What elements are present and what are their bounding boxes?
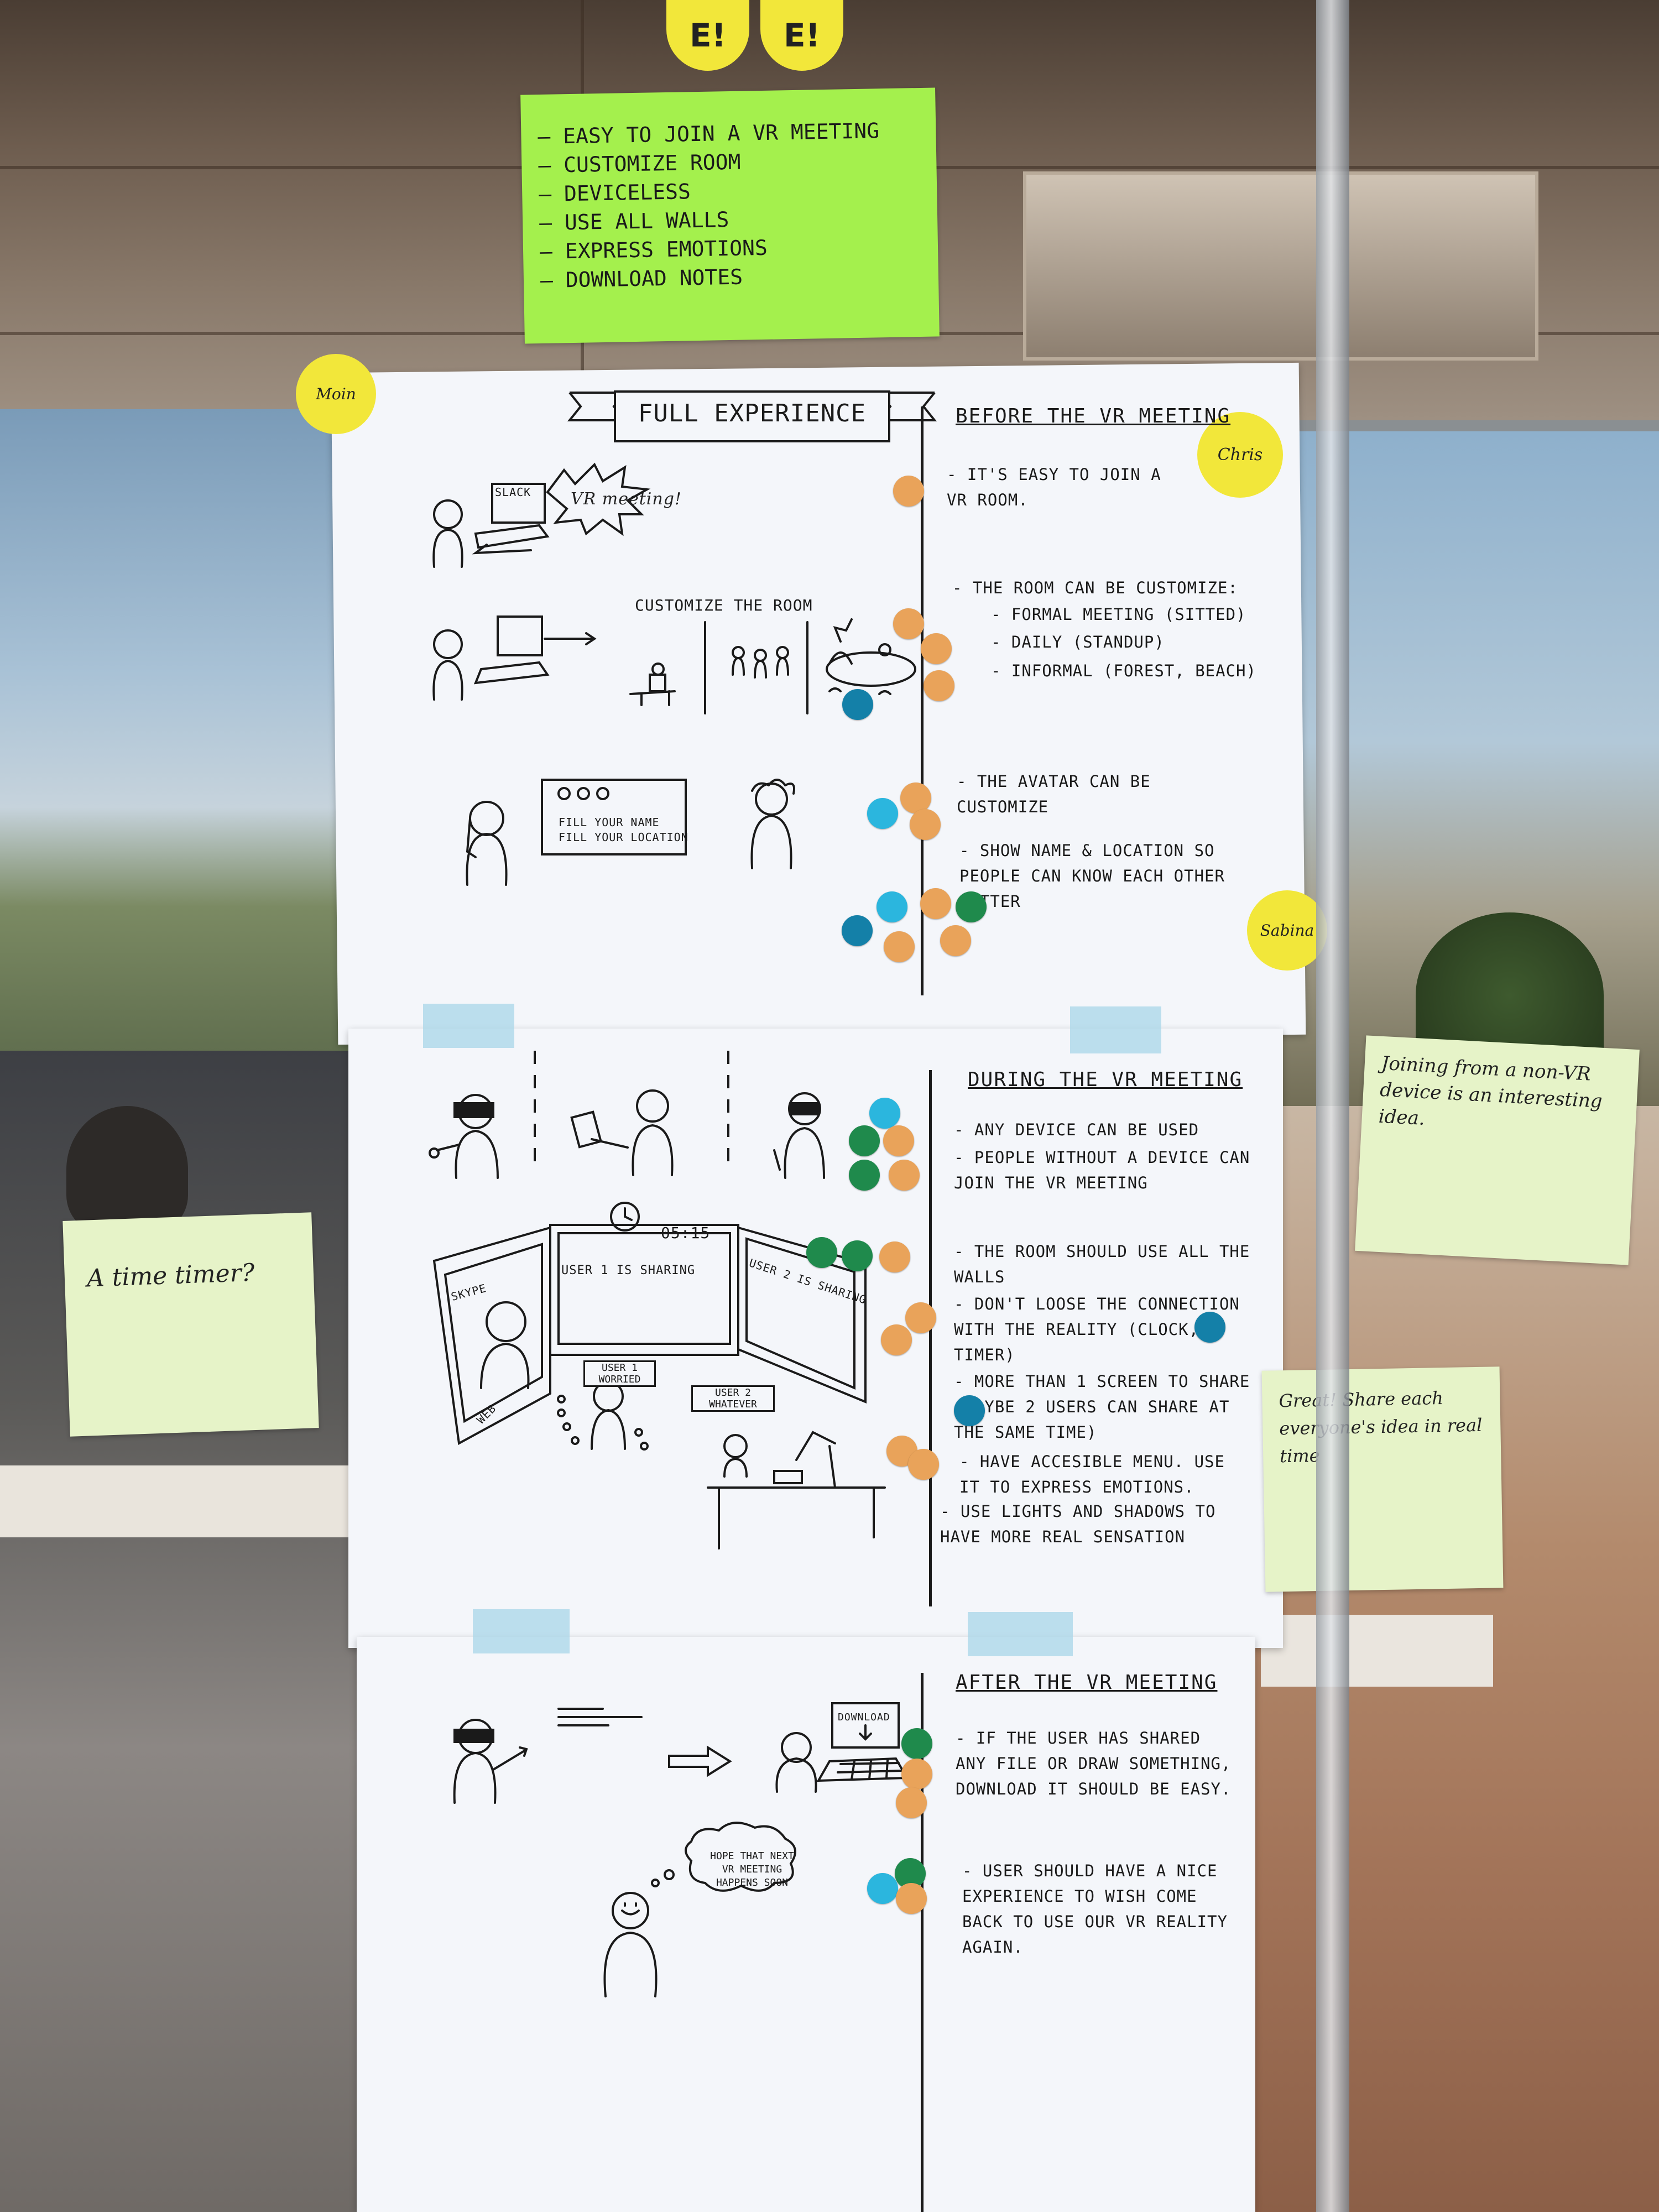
summary-sticky-note: — EASY TO JOIN A VR MEETING — CUSTOMIZE …: [520, 87, 940, 344]
sketch-label: CUSTOMIZE THE ROOM: [635, 596, 813, 614]
name-dot-moin: Moin: [296, 354, 376, 434]
vote-dot-blue: [842, 915, 873, 946]
window-view-left: [0, 409, 365, 1073]
feedback-note-right-top: Joining from a non-VR device is an inter…: [1355, 1035, 1640, 1265]
vote-dot-light-blue: [869, 1098, 900, 1129]
before-item: - THE AVATAR CAN BE CUSTOMIZE: [957, 772, 1151, 816]
feedback-note-left: A time timer?: [62, 1212, 319, 1437]
title-banner: [567, 390, 937, 442]
after-sketches: [453, 1702, 909, 1997]
vote-dot-orange: [924, 670, 954, 701]
air-conditioner-vent: [1023, 171, 1538, 361]
vote-dot-orange: [900, 782, 931, 813]
vote-dot-orange: [889, 1160, 920, 1191]
name-dot-chris: Chris: [1197, 412, 1283, 498]
vote-dot-blue: [1194, 1312, 1225, 1343]
before-item: - DAILY (STANDUP): [991, 633, 1165, 651]
before-item: - IT'S EASY TO JOIN A VR ROOM.: [947, 465, 1161, 509]
glass-door-pole: [1316, 0, 1349, 2212]
sketch-label-box: USER 1 WORRIED: [583, 1360, 656, 1387]
tape: [423, 1004, 514, 1048]
vote-dot-orange: [879, 1241, 910, 1272]
during-item: - THE ROOM SHOULD USE ALL THE WALLS: [954, 1242, 1250, 1286]
vote-dot-orange: [883, 1125, 914, 1156]
sketch-label: FILL YOUR LOCATION: [559, 831, 688, 844]
paper-sheet-after: [357, 1637, 1255, 2212]
vote-dot-orange: [881, 1324, 912, 1355]
timeline-line: [921, 406, 924, 995]
sketch-label: SLACK: [495, 486, 531, 499]
sketch-label: DOWNLOAD: [838, 1712, 890, 1723]
vote-dot-green: [849, 1160, 880, 1191]
section-heading-before: BEFORE THE VR MEETING: [956, 405, 1231, 427]
desk: [1261, 1615, 1493, 1687]
e-badge: E!: [666, 0, 749, 71]
dashed-divider: [727, 1051, 729, 1172]
desk: [0, 1465, 359, 1537]
before-item: - INFORMAL (FOREST, BEACH): [991, 661, 1256, 680]
section-heading-during: DURING THE VR MEETING: [968, 1068, 1243, 1091]
vote-dot-orange: [893, 476, 924, 507]
vote-dot-green: [849, 1125, 880, 1156]
before-item: - FORMAL MEETING (SITTED): [991, 605, 1246, 624]
after-item: - IF THE USER HAS SHARED ANY FILE OR DRA…: [956, 1729, 1232, 1798]
vote-dot-orange: [921, 633, 952, 664]
before-item: - SHOW NAME & LOCATION SO PEOPLE CAN KNO…: [959, 841, 1225, 911]
vote-dot-blue: [954, 1395, 985, 1426]
clock-label: 05:15: [661, 1224, 711, 1242]
tape: [968, 1612, 1073, 1656]
timeline-line: [921, 1673, 924, 2212]
dashed-divider: [534, 1051, 536, 1161]
sketch-label-box: USER 2 WHATEVER: [691, 1385, 775, 1412]
vote-dot-orange: [896, 1883, 927, 1914]
sketch-label: USER 1 IS SHARING: [561, 1264, 696, 1277]
vote-dot-orange: [940, 925, 971, 956]
vote-dot-orange: [920, 888, 951, 919]
vote-dot-orange: [884, 931, 915, 962]
board-title: FULL EXPERIENCE: [638, 399, 867, 427]
during-item: - HAVE ACCESIBLE MENU. USE IT TO EXPRESS…: [959, 1452, 1225, 1496]
e-badge: E!: [760, 0, 843, 71]
vote-dot-green: [956, 891, 987, 922]
before-item: - THE ROOM CAN BE CUSTOMIZE:: [952, 578, 1238, 597]
during-item: - DON'T LOOSE THE CONNECTION WITH THE RE…: [954, 1295, 1240, 1364]
tape: [473, 1609, 570, 1653]
vote-dot-orange: [905, 1302, 936, 1333]
vote-dot-orange: [910, 809, 941, 840]
during-item: - ANY DEVICE CAN BE USED: [954, 1120, 1199, 1139]
section-heading-after: AFTER THE VR MEETING: [956, 1671, 1218, 1694]
vote-dot-light-blue: [877, 891, 907, 922]
vote-dot-green: [842, 1240, 873, 1271]
sketch-label: FILL YOUR NAME: [559, 816, 660, 829]
thought-bubble-text: HOPE THAT NEXT VR MEETING HAPPENS SOON: [710, 1850, 794, 1888]
paper-sheet-during: [348, 1029, 1283, 1648]
vote-dot-green: [806, 1237, 837, 1268]
vote-dot-light-blue: [867, 1873, 898, 1904]
timeline-line: [929, 1070, 932, 1606]
summary-line: — DOWNLOAD NOTES: [540, 264, 743, 293]
during-item: - PEOPLE WITHOUT A DEVICE CAN JOIN THE V…: [954, 1148, 1250, 1192]
before-sketches: [432, 462, 916, 886]
sketch-label: VR meeting!: [571, 489, 682, 509]
vote-dot-blue: [842, 689, 873, 720]
after-item: - USER SHOULD HAVE A NICE EXPERIENCE TO …: [962, 1861, 1228, 1957]
person-background: [66, 1106, 188, 1233]
vote-dot-orange: [901, 1759, 932, 1790]
vote-dot-orange: [896, 1787, 927, 1818]
during-item: - USE LIGHTS AND SHADOWS TO HAVE MORE RE…: [940, 1502, 1216, 1546]
name-dot-sabina: Sabina: [1247, 890, 1327, 971]
vote-dot-light-blue: [867, 798, 898, 829]
during-item: - MORE THAN 1 SCREEN TO SHARE (MAYBE 2 U…: [954, 1372, 1250, 1442]
vote-dot-orange: [908, 1449, 939, 1480]
tape: [1070, 1006, 1161, 1053]
during-sketches: [429, 1089, 886, 1550]
feedback-note-right-bottom: Great! Share each everyone's idea in rea…: [1261, 1366, 1504, 1592]
vote-dot-green: [901, 1728, 932, 1759]
vote-dot-orange: [893, 608, 924, 639]
